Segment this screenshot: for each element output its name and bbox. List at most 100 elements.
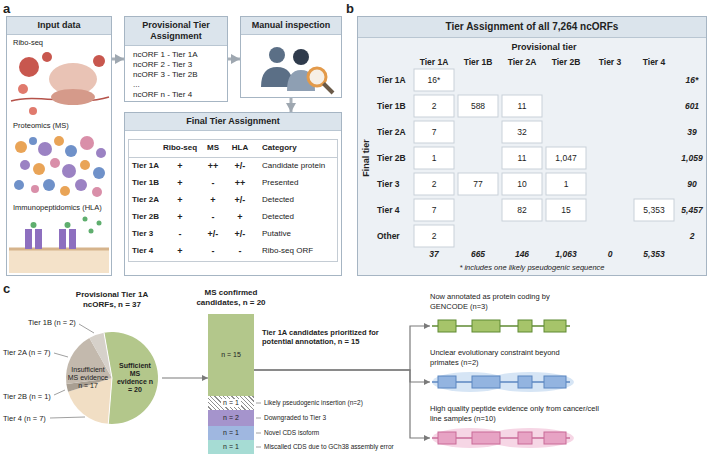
column-header: Tier 1B [464,57,493,67]
row-label: Tier 4 [132,246,153,256]
column-header: Tier 1A [420,57,449,67]
outcome-text: High quality peptide evidence only from … [430,404,602,423]
row-label: Tier 2B [377,153,406,163]
list-line: ncORF 3 - Tier 2B [125,70,227,80]
chart-title: MS confirmed candidates, n = 20 [186,288,276,308]
leader-line [256,403,261,404]
gene-icon [430,371,580,393]
matrix-cell-box [414,147,454,169]
matrix-cell-box [502,199,542,221]
row-label: Tier 1B [377,101,406,111]
table-cell: ++ [208,161,219,171]
axis-title: Provisional tier [511,42,576,52]
flow-arrow [112,58,124,61]
peptide-dot [96,148,106,158]
slice-divider [108,378,112,424]
column-header: HLA [232,143,248,153]
matrix-cell: 11 [518,101,527,111]
table-rule [129,157,338,158]
matrix-cell-box [458,95,498,117]
list-line: ncORF 2 - Tier 3 [125,60,227,70]
table-cell: ++ [235,178,246,188]
matrix-cell-box [414,69,454,91]
panel-header: Input data [7,17,111,35]
peptide-dot [92,187,102,197]
total-value: 5,457 [681,205,702,215]
gene-exon [472,432,500,444]
peptide-dot [20,160,30,170]
matrix-cell-box [414,121,454,143]
person-head [293,49,309,65]
matrix-cell-box [502,95,542,117]
total-value: 37 [429,249,438,259]
matrix-cell-box [414,173,454,195]
total-value: 1,063 [555,249,576,259]
segment-count: n = 1 [221,399,241,407]
list-line: ncORF 1 - Tier 1A [125,50,227,60]
slice-label: Tier 1B (n = 2) [28,318,76,327]
total-value: 601 [685,101,699,111]
total-value: 39 [687,127,696,137]
leader-line [79,324,94,333]
gene-exon [518,320,532,332]
outcome-text: Now annotated as protein coding by GENCO… [430,292,580,311]
list-line: ncORF n - Tier 4 [125,90,227,100]
leader-line [54,353,68,357]
row-label: Tier 2A [377,127,406,137]
gene-exon [438,432,456,444]
matrix-cell: 7 [432,127,437,137]
total-value: 2 [690,231,695,241]
row-label: Tier 1B [132,178,159,188]
leader-line [256,447,261,448]
axis-title: Final tier [361,139,371,177]
matrix-cell: 7 [432,205,437,215]
matrix-cell: 15 [561,205,570,215]
leader-line [256,418,261,419]
column-header: MS [207,143,219,153]
pie-slice [104,332,158,424]
row-label: Other [377,231,400,241]
gene-icon [430,315,580,337]
annotation-note: Tier 1A candidates prioritized for poten… [262,328,387,346]
slice-text: Insufficient MS evidence n = 17 [66,366,110,390]
column-header: Ribo-seq [163,143,197,153]
panel-header: Tier Assignment of all 7,264 ncORFs [358,17,706,38]
matrix-cell: 32 [517,127,526,137]
total-value: 90 [687,179,696,189]
row-label: Tier 3 [132,229,153,239]
total-value: 1,059 [681,153,702,163]
list-line: ... [125,80,227,90]
column-header: Tier 2B [552,57,581,67]
data-type-label: Immunopeptidomics (HLA) [13,203,102,212]
data-type-label: Proteomics (MS) [13,121,69,130]
hla-molecule [59,229,66,249]
matrix-cell: 11 [518,153,527,163]
gene-exon [544,376,566,388]
pie-graphic [62,290,162,430]
matrix-cell: 77 [473,179,482,189]
column-header: Tier 2A [508,57,537,67]
matrix-cell-box [414,199,454,221]
stacked-bar: MS confirmed candidates, n = 20n = 15n =… [208,314,254,454]
hla-molecule [69,229,76,249]
slice-text: Sufficient MS evidence n = 20 [114,362,156,394]
segment-count: n = 1 [223,443,239,451]
total-value: 665 [471,249,485,259]
table-cell: + [177,178,182,188]
matrix-cell: 2 [432,101,437,111]
table-cell: +/- [208,229,219,239]
gene-exon [472,320,500,332]
table-cell: + [177,161,182,171]
matrix-cell: 2 [432,179,437,189]
matrix-cell: 1,047 [555,153,576,163]
callout-label: Downgraded to Tier 3 [264,414,326,422]
row-label: Tier 2B [132,212,159,222]
data-type-label: Ribo-seq [13,38,43,47]
slice-divider [104,333,112,378]
peptide-dot [43,179,55,191]
table-cell: + [210,195,215,205]
peptide-dot [62,164,76,178]
peptide-dot [65,145,77,157]
table-cell: - [212,178,215,188]
table-cell: Detected [262,212,294,222]
